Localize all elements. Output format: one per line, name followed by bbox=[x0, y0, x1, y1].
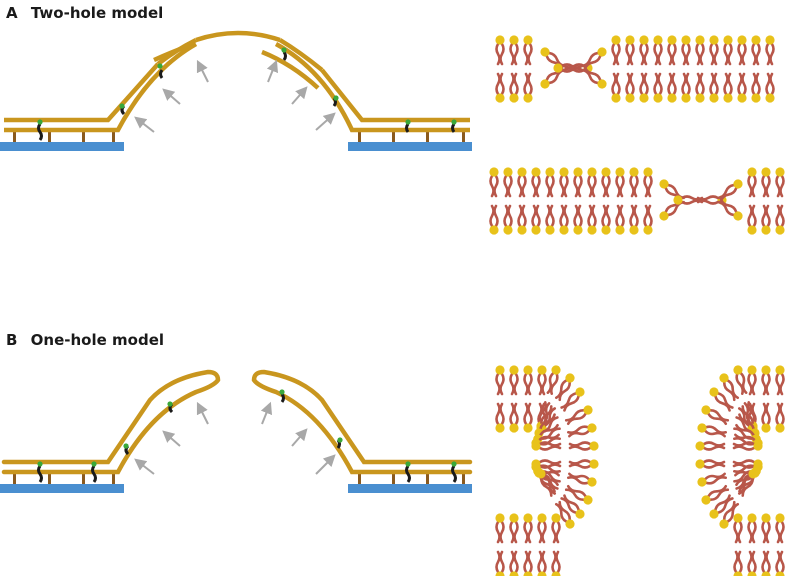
panel-a-title: Two-hole model bbox=[31, 4, 163, 22]
tethers-a bbox=[37, 47, 457, 141]
panel-b: B One-hole model bbox=[0, 331, 785, 576]
substrate-right bbox=[348, 142, 472, 151]
membrane-a bbox=[4, 30, 470, 133]
panel-a-letter: A bbox=[6, 4, 18, 22]
bilayer-a-bottom-right bbox=[696, 167, 785, 234]
substrate-right-b bbox=[348, 484, 472, 493]
substrate-pegs-b bbox=[13, 472, 465, 484]
panel-b-label: B One-hole model bbox=[6, 331, 164, 349]
panel-a: A Two-hole model bbox=[0, 4, 785, 235]
bilayer-a-top-right bbox=[562, 35, 775, 102]
panel-b-letter: B bbox=[6, 331, 17, 349]
force-arrows-b bbox=[134, 401, 336, 475]
bilayer-b-left bbox=[495, 364, 598, 576]
substrate-pegs-a bbox=[13, 130, 465, 142]
panel-a-label: A Two-hole model bbox=[6, 4, 163, 22]
substrate-left-b bbox=[0, 484, 124, 493]
membrane-b bbox=[1, 369, 473, 475]
bilayer-a-bottom-left bbox=[489, 167, 704, 234]
bilayer-b-right bbox=[695, 364, 784, 576]
force-arrows-a bbox=[134, 59, 336, 133]
tethers-b bbox=[37, 389, 457, 483]
substrate-left bbox=[0, 142, 124, 151]
panel-b-title: One-hole model bbox=[31, 331, 164, 349]
